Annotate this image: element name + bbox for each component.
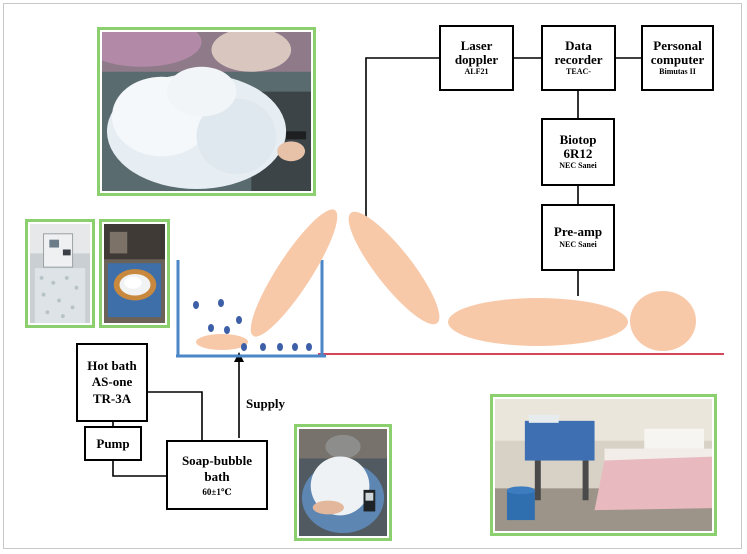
treatment-room-photo <box>490 394 717 536</box>
patient-silhouette <box>196 209 696 351</box>
biotop-maker: NEC Sanei <box>559 161 597 171</box>
bubbles <box>193 299 312 351</box>
biotop-box: Biotop 6R12 NEC Sanei <box>541 118 615 186</box>
shin-shape <box>250 209 338 337</box>
bubble <box>224 326 230 334</box>
foot-shape <box>196 334 248 350</box>
laser-doppler-box: Laser doppler ALF21 <box>439 25 514 91</box>
supply-label: Supply <box>246 396 286 411</box>
bubble <box>208 324 214 332</box>
bubble-tub-outline <box>176 260 326 358</box>
bubble <box>218 299 224 307</box>
personal-computer-model: Bimutas II <box>659 67 696 77</box>
hotbath-soapbath-wire <box>148 391 203 440</box>
bubble <box>241 343 247 351</box>
patient-treatment-photo <box>294 424 392 541</box>
laser-doppler-title-1: Laser <box>460 38 493 54</box>
hot-bath-title-2: AS-one <box>91 374 133 390</box>
laser-probe-wire <box>365 57 439 222</box>
bubble <box>292 343 298 351</box>
pump-title: Pump <box>96 435 130 451</box>
personal-computer-title-1: Personal <box>653 38 702 54</box>
pre-amp-box: Pre-amp NEC Sanei <box>541 204 615 271</box>
bubble <box>306 343 312 351</box>
hot-bath-title-1: Hot bath <box>87 358 137 374</box>
soap-bubble-bath-box: Soap-bubble bath 60±1℃ <box>166 440 268 510</box>
personal-computer-title-2: computer <box>650 51 705 67</box>
biotop-title-1: Biotop <box>559 132 597 148</box>
pump-soapbath-wire <box>112 461 166 477</box>
biotop-title-2: 6R12 <box>563 145 593 161</box>
figure-frame <box>3 3 742 549</box>
bubble <box>193 301 199 309</box>
bubble <box>260 343 266 351</box>
bubble-tub-photo <box>99 219 170 328</box>
pre-amp-maker: NEC Sanei <box>559 240 597 250</box>
hot-bath-device-photo <box>25 219 95 328</box>
bubble-bath-closeup-photo <box>97 27 316 196</box>
pump-box: Pump <box>84 426 142 461</box>
bubble <box>277 343 283 351</box>
hot-bath-box: Hot bath AS-one TR-3A <box>76 343 148 422</box>
data-recorder-box: Data recorder TEAC- <box>541 25 616 91</box>
laser-doppler-title-2: doppler <box>454 51 499 67</box>
bubble <box>236 316 242 324</box>
soap-bubble-bath-title-1: Soap-bubble <box>181 452 253 468</box>
head-shape <box>630 291 696 351</box>
personal-computer-box: Personal computer Bimutas II <box>641 25 714 91</box>
thigh-shape <box>348 211 440 325</box>
hot-bath-title-3: TR-3A <box>92 390 132 406</box>
data-recorder-title-2: recorder <box>554 51 603 67</box>
pre-amp-title: Pre-amp <box>553 224 603 240</box>
laser-doppler-model: ALF21 <box>464 67 489 77</box>
data-recorder-model: TEAC- <box>566 67 591 77</box>
soap-bubble-bath-temperature: 60±1℃ <box>202 487 232 498</box>
data-recorder-title-1: Data <box>565 38 592 54</box>
torso-shape <box>448 298 628 346</box>
soap-bubble-bath-title-2: bath <box>204 468 230 484</box>
